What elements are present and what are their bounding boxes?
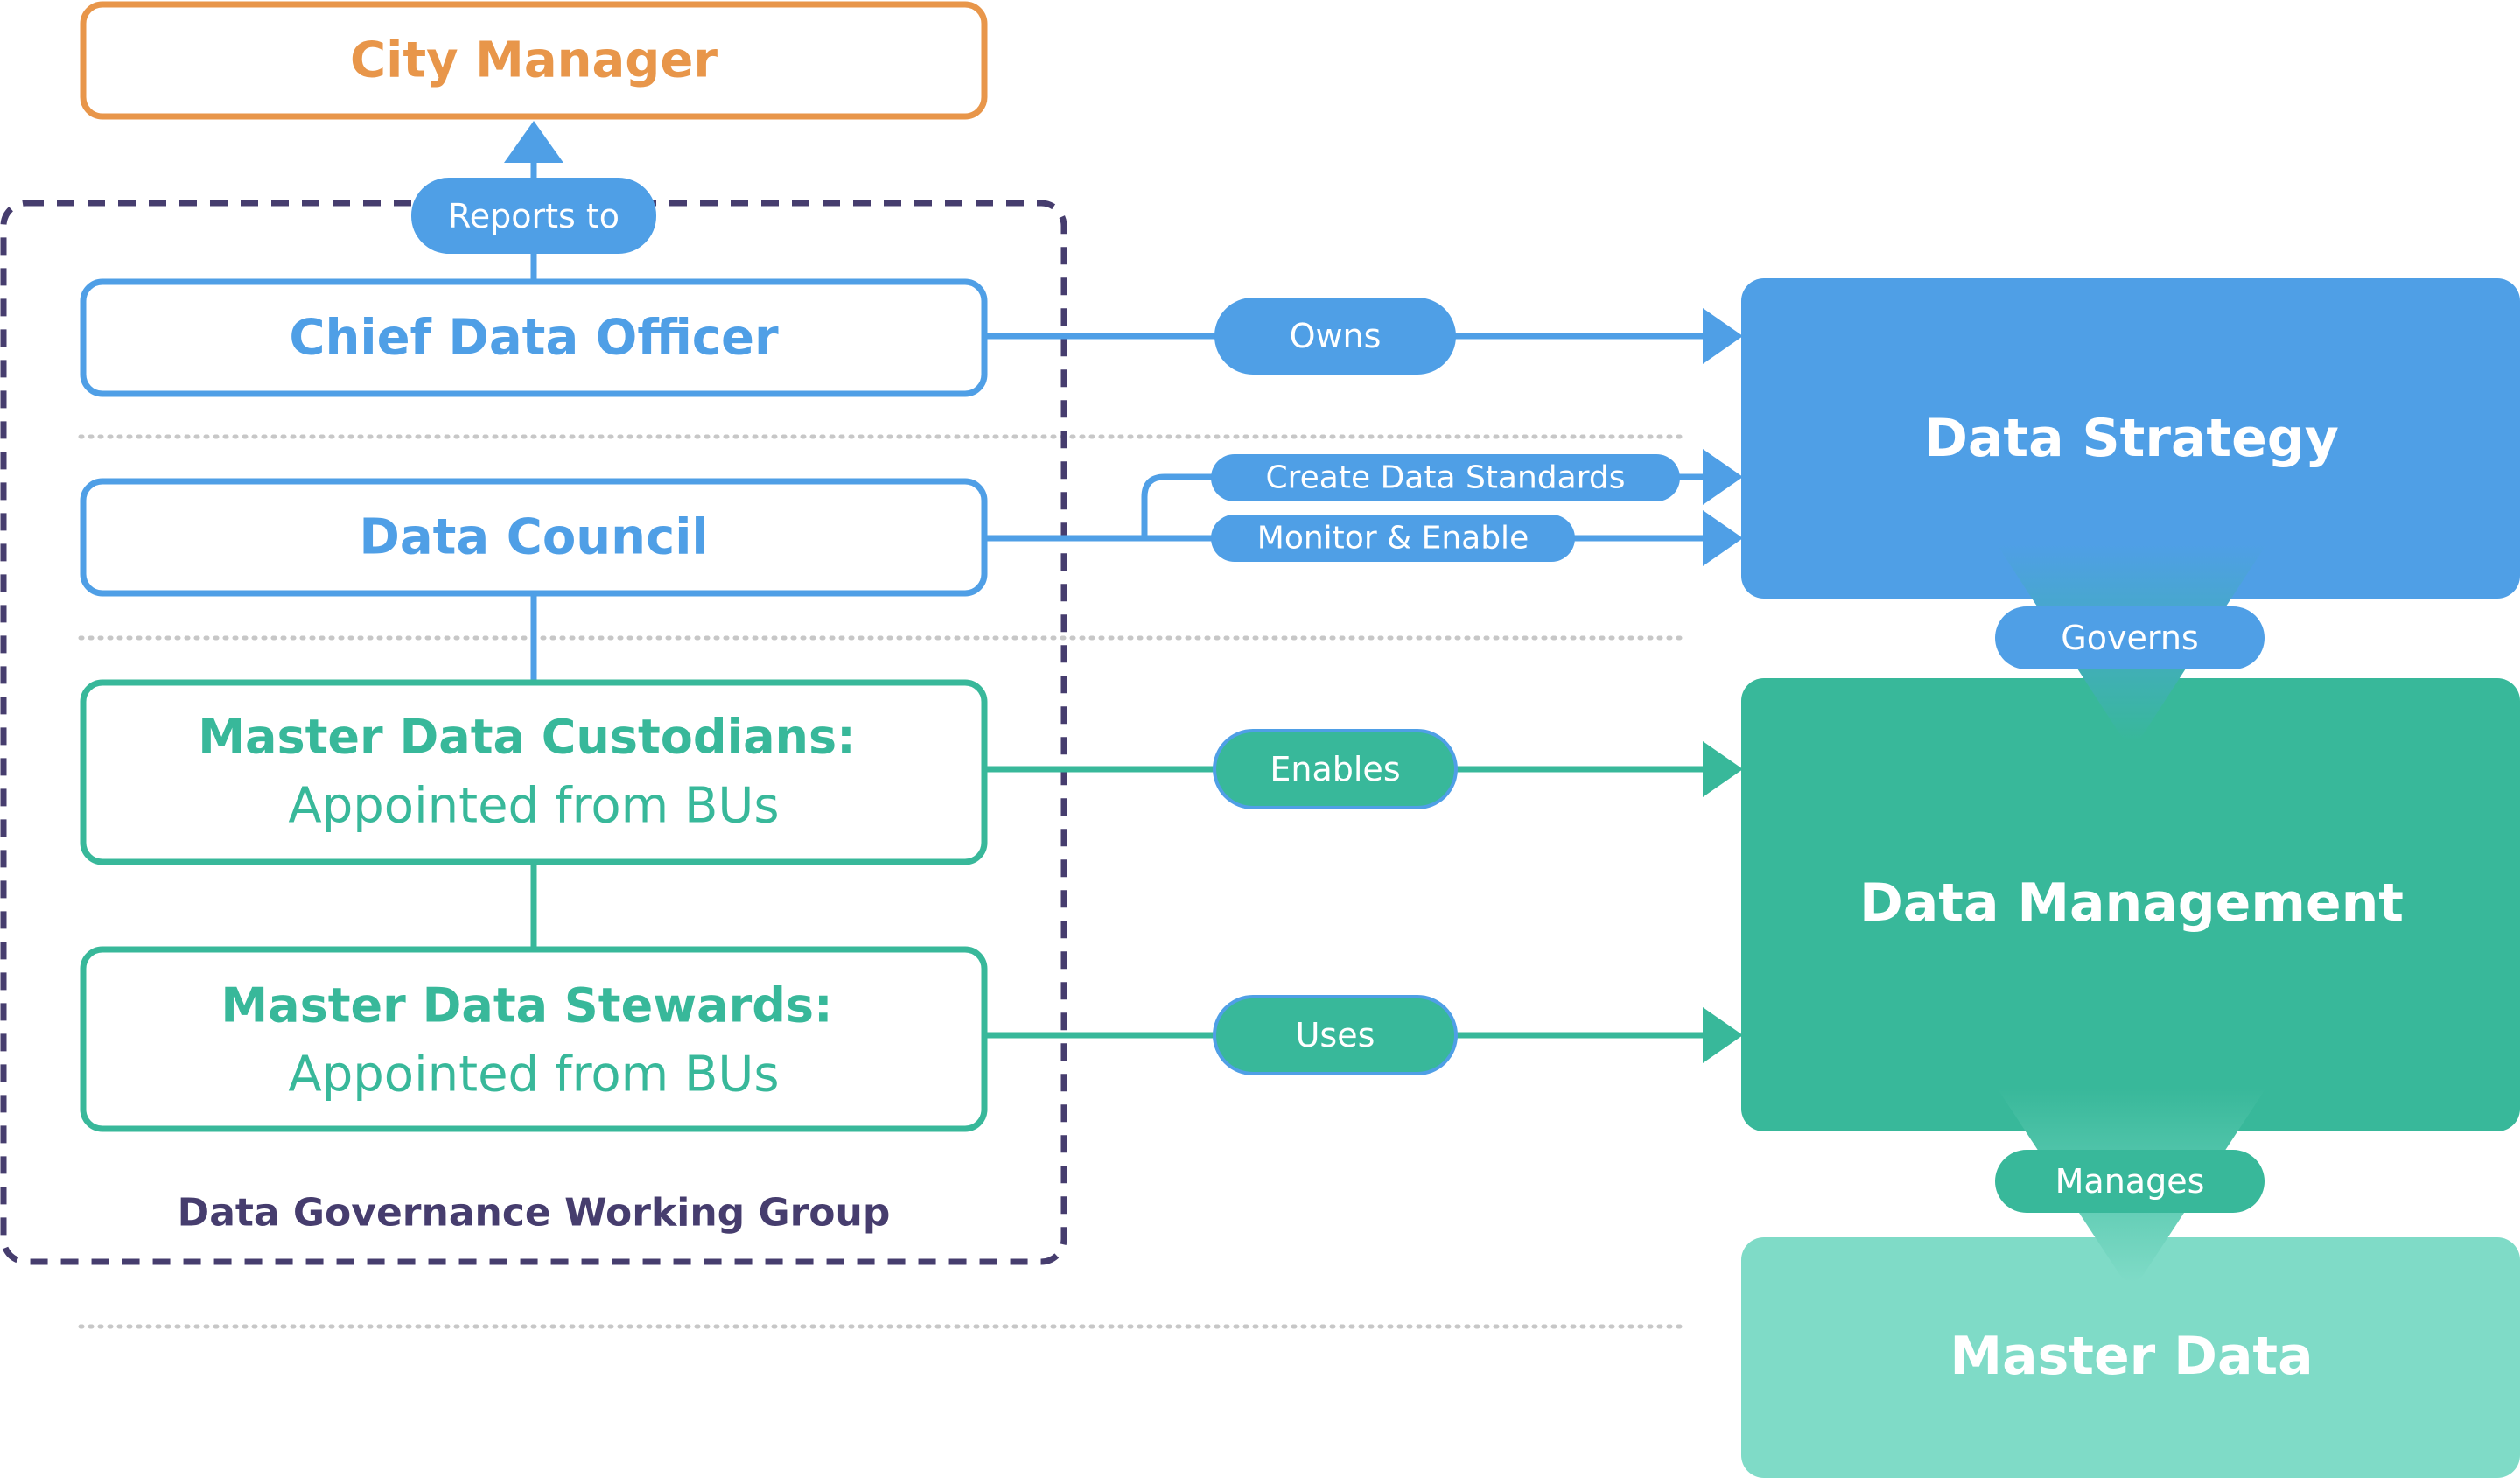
data-council-label: Data Council [359, 509, 708, 566]
enables-label: Enables [1270, 750, 1400, 788]
arrowhead-right-icon [1703, 449, 1743, 505]
arrow-standards-line [1141, 473, 1704, 538]
data-strategy-label: Data Strategy [1924, 408, 2339, 469]
owns-label: Owns [1290, 317, 1382, 355]
enables-pill-bg [1213, 729, 1458, 809]
manages-label: Manages [2055, 1162, 2205, 1201]
arrowhead-up-icon [504, 121, 564, 163]
custodians-title: Master Data Custodians: [198, 710, 855, 765]
uses-pill-bg [1213, 995, 1458, 1075]
data-management-label: Data Management [1859, 872, 2404, 934]
city-manager-box [80, 1, 988, 120]
custodians-box [80, 679, 988, 865]
create-standards-label: Create Data Standards [1266, 460, 1626, 496]
arrowhead-right-icon [1703, 308, 1743, 364]
working-group-label: Data Governance Working Group [178, 1191, 891, 1236]
monitor-enable-pill-bg [1211, 515, 1575, 562]
stewards-title: Master Data Stewards: [220, 978, 832, 1033]
reports-to-label: Reports to [448, 197, 620, 235]
data-strategy-box [1741, 278, 2520, 599]
arrowhead-right-icon [1703, 1007, 1743, 1063]
monitor-enable-label: Monitor & Enable [1257, 521, 1529, 557]
governs-pill-bg [1995, 606, 2264, 669]
chief-data-officer-box [80, 278, 988, 397]
owns-pill-bg [1214, 298, 1456, 375]
manages-pill-bg [1995, 1150, 2264, 1213]
arrowhead-right-icon [1703, 510, 1743, 566]
stewards-subtitle: Appointed from BUs [288, 1047, 779, 1103]
master-data-label: Master Data [1950, 1326, 2313, 1387]
reports-to-pill: Reports to [411, 178, 656, 254]
governs-label: Governs [2061, 619, 2198, 657]
city-manager-label: City Manager [350, 32, 718, 89]
data-council-box [80, 478, 988, 597]
arrowhead-right-icon [1703, 741, 1743, 797]
stewards-box [80, 946, 988, 1132]
relation-arrows [985, 308, 1743, 1063]
data-management-box [1741, 678, 2520, 1131]
relation-pills: Owns Create Data Standards Monitor & Ena… [1211, 298, 1680, 1075]
funnel-connectors: Governs Manages [1995, 544, 2266, 1282]
chief-data-officer-label: Chief Data Officer [289, 310, 779, 367]
custodians-subtitle: Appointed from BUs [288, 778, 779, 835]
uses-label: Uses [1296, 1016, 1376, 1054]
role-boxes: City Manager Chief Data Officer Data Cou… [80, 1, 988, 1236]
create-standards-pill-bg [1211, 454, 1680, 501]
master-data-box [1741, 1237, 2520, 1478]
outcome-boxes: Data Strategy Data Management Master Dat… [1741, 278, 2520, 1478]
row-separators [78, 434, 1687, 1329]
reports-to-pill-bg [411, 178, 656, 254]
